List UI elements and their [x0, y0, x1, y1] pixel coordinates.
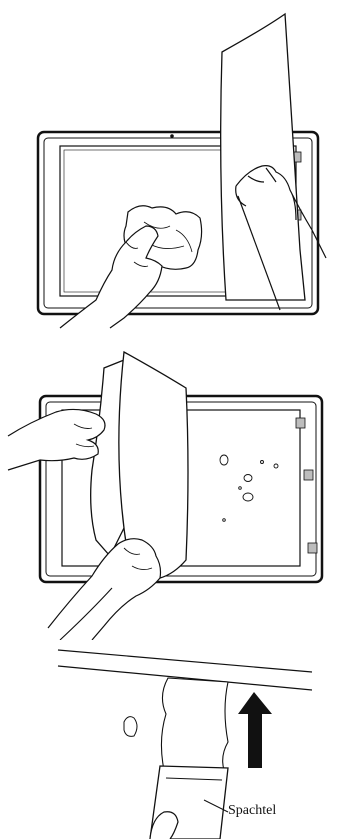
bubble: [124, 717, 137, 737]
frame-edge: [58, 650, 312, 672]
sheet-strip: [161, 678, 228, 770]
panel-3-spatula-detail: [0, 640, 338, 839]
panel-2-peel-sheet: [0, 330, 338, 640]
clip: [308, 543, 317, 553]
panel-1-wipe-screen: [0, 0, 338, 330]
spatula-label: Spachtel: [228, 803, 276, 819]
lift-arrow: [238, 692, 272, 768]
protective-sheet: [221, 14, 305, 300]
clip: [296, 418, 305, 428]
camera-dot: [170, 134, 174, 138]
clip: [304, 470, 313, 480]
